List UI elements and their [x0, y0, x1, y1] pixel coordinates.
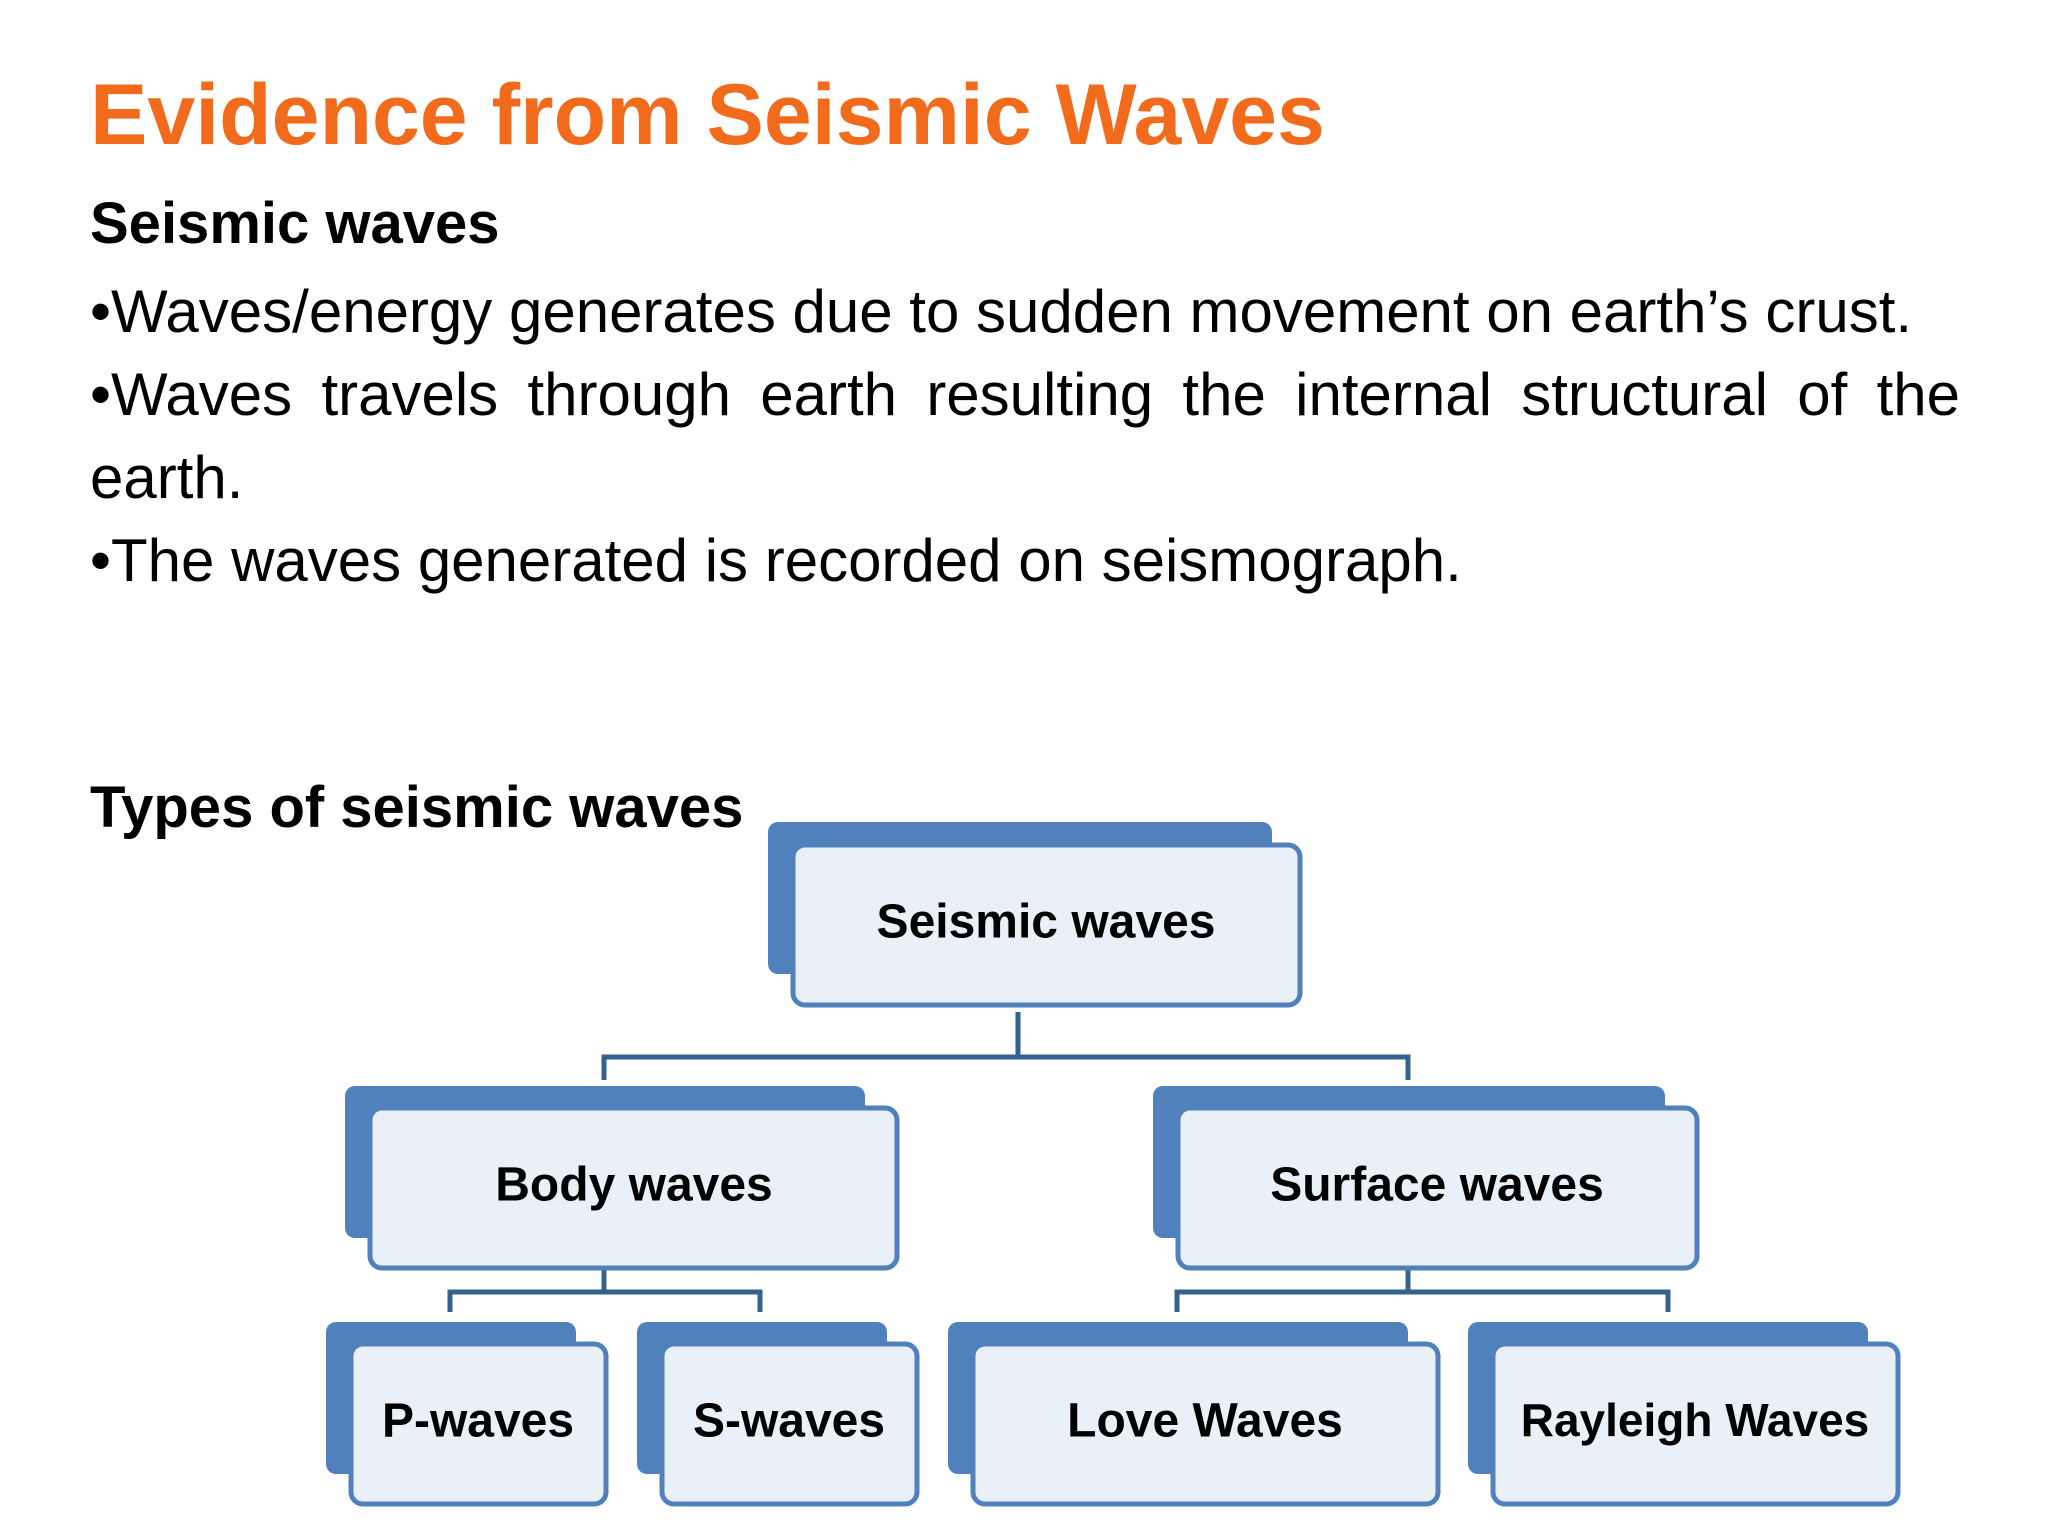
node-love-waves: Love Waves [948, 1322, 1441, 1507]
bullet-item: •Waves/energy generates due to sudden mo… [90, 270, 1960, 353]
bullet-glyph: • [90, 361, 112, 428]
node-label: Body waves [495, 1159, 772, 1212]
bullet-glyph: • [90, 278, 112, 345]
connector-root [601, 1012, 1411, 1080]
connector-surface [1174, 1266, 1671, 1312]
bullet-text: The waves generated is recorded on seism… [111, 527, 1462, 594]
bullet-glyph: • [90, 527, 112, 594]
connector-body [447, 1266, 763, 1312]
node-label: S-waves [693, 1395, 885, 1448]
bullet-item: •Waves travels through earth resulting t… [90, 353, 1960, 519]
node-label: Rayleigh Waves [1521, 1394, 1870, 1446]
node-s-waves: S-waves [637, 1322, 920, 1507]
seismic-waves-heading: Seismic waves [90, 191, 500, 256]
types-heading: Types of seismic waves [90, 775, 744, 840]
bullet-item: •The waves generated is recorded on seis… [90, 519, 1960, 602]
slide-title: Evidence from Seismic Waves [90, 67, 1325, 163]
node-label: P-waves [382, 1395, 574, 1448]
bullet-text: Waves travels through earth resulting th… [90, 361, 1960, 511]
bullet-text: Waves/energy generates due to sudden mov… [111, 278, 1913, 345]
node-seismic-waves: Seismic waves [768, 822, 1303, 1008]
bullet-list: •Waves/energy generates due to sudden mo… [90, 270, 1960, 602]
node-label: Love Waves [1067, 1395, 1343, 1448]
node-p-waves: P-waves [326, 1322, 609, 1507]
node-body-waves: Body waves [345, 1086, 900, 1271]
node-surface-waves: Surface waves [1153, 1086, 1700, 1271]
node-label: Surface waves [1270, 1159, 1604, 1212]
node-label: Seismic waves [877, 896, 1216, 949]
node-rayleigh-waves: Rayleigh Waves [1468, 1322, 1901, 1507]
